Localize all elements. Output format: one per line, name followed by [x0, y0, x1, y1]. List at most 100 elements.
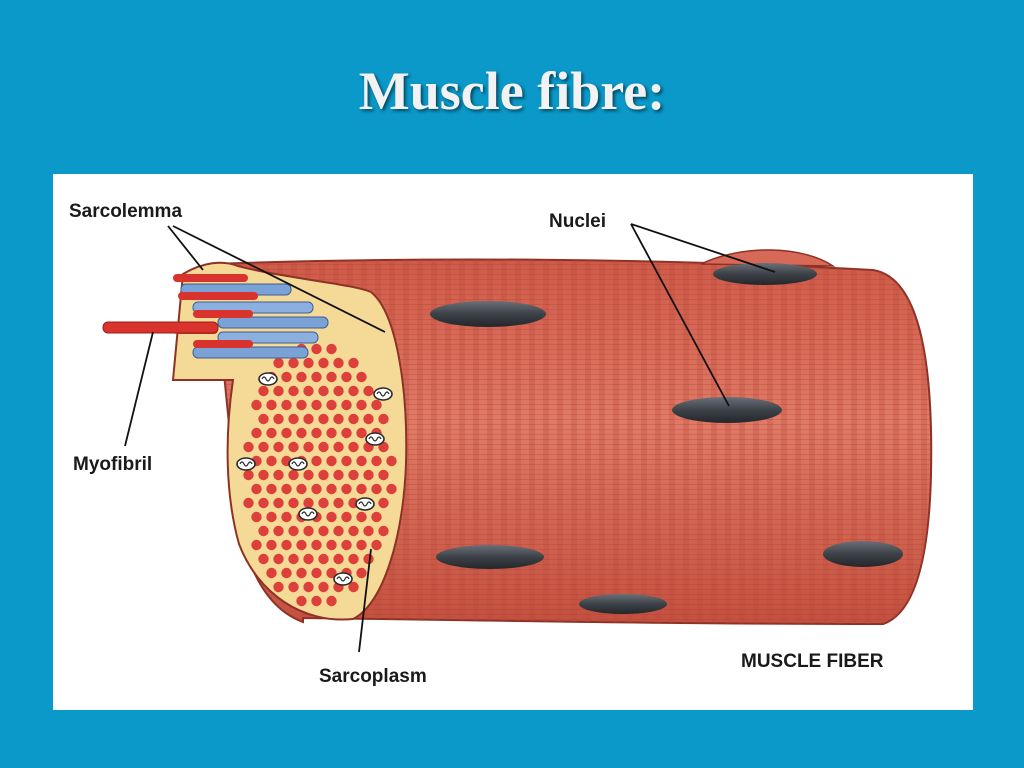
myofibril-dot — [371, 483, 382, 495]
myofibril-dot — [311, 343, 322, 355]
myofibril-rod — [102, 321, 219, 334]
nucleus — [672, 397, 782, 423]
diagram-panel: Sarcolemma Nuclei Myofibril Sarcoplasm M… — [53, 174, 973, 710]
myofibril-dot — [288, 525, 299, 537]
myofibril-dot — [296, 539, 307, 551]
myofibril-dot — [318, 413, 329, 425]
myofibril-dot — [311, 427, 322, 439]
mitochondrion-cristae — [261, 376, 275, 382]
label-nuclei: Nuclei — [549, 211, 606, 232]
muscle-fiber-diagram: Sarcolemma Nuclei Myofibril Sarcoplasm M… — [69, 201, 933, 687]
label-sarcolemma: Sarcolemma — [69, 201, 182, 222]
myofibril-dot — [266, 511, 277, 523]
myofibril-dot — [288, 413, 299, 425]
myofibril-dot — [326, 455, 337, 467]
myofibril-dot — [296, 483, 307, 495]
myofibril-dot — [356, 427, 367, 439]
myofibril-dot — [266, 399, 277, 411]
myofibril-dot — [333, 413, 344, 425]
myofibril-dot — [341, 399, 352, 411]
leader-lines — [124, 223, 776, 653]
myofibril-dot — [363, 553, 374, 565]
myofibril-leader — [124, 331, 154, 447]
myofibril-dot — [341, 483, 352, 495]
myofibril-dot — [326, 427, 337, 439]
myofibril-dot — [341, 511, 352, 523]
myofibril-dot — [303, 469, 314, 481]
myofibril-dot — [288, 441, 299, 453]
myofibril-dot — [318, 469, 329, 481]
slide-title: Muscle fibre: — [358, 61, 666, 121]
mitochondrion — [298, 507, 318, 521]
myofibril-dot — [318, 525, 329, 537]
sarcoplasm-leader — [358, 548, 372, 653]
myofibril-dot — [363, 525, 374, 537]
myofibril-dot — [281, 371, 292, 383]
nucleus — [823, 541, 903, 567]
mitochondrion-cristae — [368, 436, 382, 442]
myofibril-dot — [258, 441, 269, 453]
myofibril-dot — [378, 497, 389, 509]
myofibril-dot — [326, 539, 337, 551]
mitochondrion — [333, 572, 353, 586]
mitochondrion — [355, 497, 375, 511]
sarcolemma-leader — [167, 225, 204, 271]
myofibril-dot — [341, 539, 352, 551]
nucleus — [430, 301, 546, 327]
myofibril-dot — [371, 455, 382, 467]
myofibril-dot — [258, 553, 269, 565]
mitochondrion — [258, 372, 278, 386]
myofibril-dot — [311, 567, 322, 579]
myofibril-dot — [288, 469, 299, 481]
label-sarcoplasm: Sarcoplasm — [319, 666, 427, 687]
myofibril-dot — [348, 441, 359, 453]
myofibril-dot — [356, 511, 367, 523]
myofibril-dot — [326, 511, 337, 523]
myofibril-dot — [326, 595, 337, 607]
myofibril-dot — [258, 497, 269, 509]
mitochondrion — [365, 432, 385, 446]
myofibril-dot — [258, 413, 269, 425]
myofibril-dot — [333, 357, 344, 369]
myofibril-dot — [356, 371, 367, 383]
myofibril-dot — [356, 567, 367, 579]
myofibril-dot — [311, 539, 322, 551]
myofibril-dot — [318, 581, 329, 593]
myofibril-dot — [378, 413, 389, 425]
myofibril-dot — [296, 399, 307, 411]
myofibril-dot — [326, 399, 337, 411]
myofibril-dot — [311, 399, 322, 411]
myofibril-dot — [326, 483, 337, 495]
myofibril-dot — [356, 483, 367, 495]
myofibril-dot — [288, 385, 299, 397]
myofibril-dot — [318, 497, 329, 509]
myofibril-dot — [273, 413, 284, 425]
mitochondrion-cristae — [301, 511, 315, 517]
myofibril-dot — [326, 343, 337, 355]
myofibril-dot — [243, 469, 254, 481]
label-caption: MUSCLE FIBER — [741, 651, 884, 672]
mitochondrion — [236, 457, 256, 471]
myofibril-dot — [378, 469, 389, 481]
myofibril-dot — [356, 455, 367, 467]
myofibril-dot — [303, 385, 314, 397]
myofibril-dot — [288, 497, 299, 509]
myofibril-dot — [311, 595, 322, 607]
myofibril-dot — [296, 427, 307, 439]
myofibril-dot — [303, 413, 314, 425]
myofibril-dot — [251, 511, 262, 523]
myofibril-dot — [251, 427, 262, 439]
nucleus — [579, 594, 667, 614]
mitochondrion — [373, 387, 393, 401]
myofibril-dot — [281, 427, 292, 439]
nuclei-leader — [630, 223, 730, 407]
sarcolemma-leader — [172, 225, 386, 333]
myofibril-dot — [258, 385, 269, 397]
myofibril-dot — [273, 581, 284, 593]
myofibril-dot — [363, 385, 374, 397]
myofibril-dot — [258, 469, 269, 481]
myofibril-dot — [318, 385, 329, 397]
myofibril-dot — [311, 483, 322, 495]
mitochondrion-cristae — [358, 501, 372, 507]
myofibril-dot — [243, 497, 254, 509]
